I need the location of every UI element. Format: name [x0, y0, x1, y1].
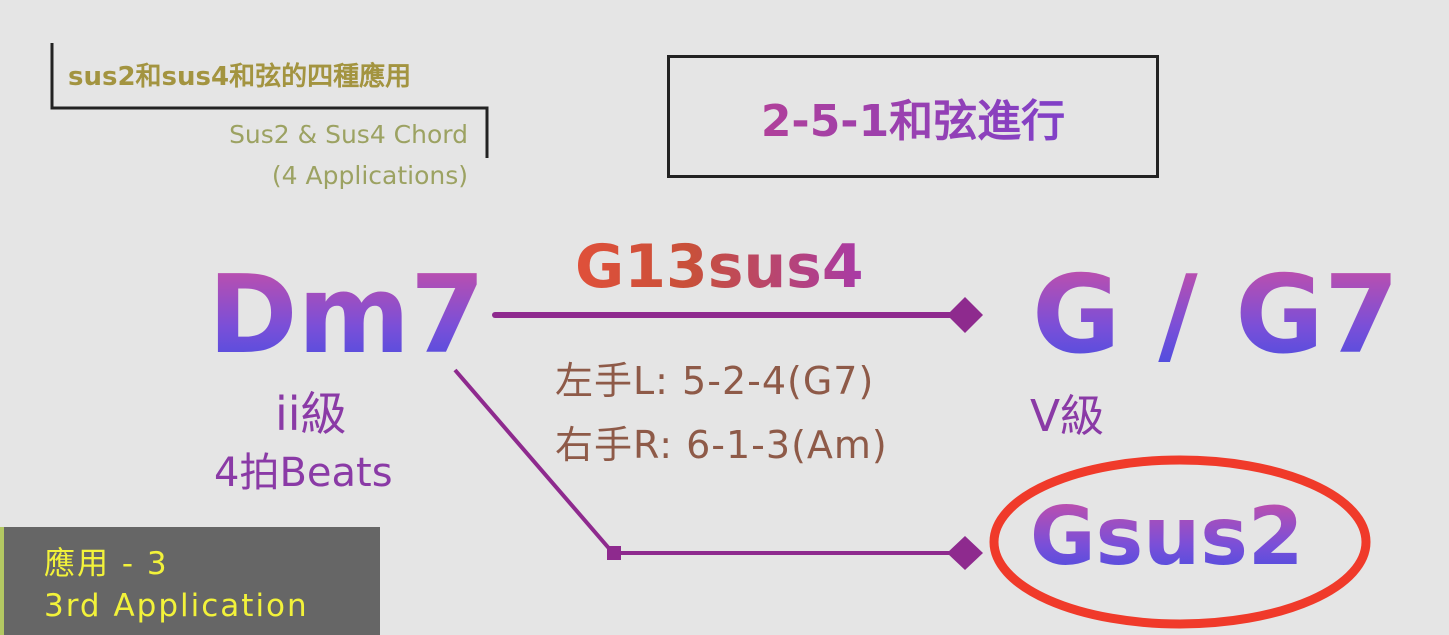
chord-dm7: Dm7: [208, 253, 486, 378]
application-badge-line2: 3rd Application: [44, 588, 309, 624]
arrow-head-diamond: [947, 297, 983, 333]
progression-label: 2-5-1和弦進行: [761, 85, 1065, 149]
chord-g-g7: G / G7: [1032, 253, 1400, 378]
slide-title: sus2和sus4和弦的四種應用: [68, 62, 412, 92]
slide-subtitle-line2: (4 Applications): [271, 161, 468, 190]
left-hand-voicing: 左手L: 5-2-4(G7): [555, 359, 875, 403]
highlight-circle: [989, 455, 1371, 629]
chord-gsus2: Gsus2: [1030, 490, 1304, 583]
application-badge: [0, 527, 380, 635]
degree-ii: ii級: [275, 387, 347, 441]
arrow-joint-square: [607, 546, 621, 560]
degree-v: V級: [1030, 391, 1105, 442]
application-badge-line1: 應用 - 3: [44, 546, 169, 582]
slide-subtitle-line1: Sus2 & Sus4 Chord: [229, 120, 468, 149]
progression-box: 2-5-1和弦進行: [667, 55, 1159, 178]
chord-g13sus4: G13sus4: [575, 232, 864, 302]
title-bracket: [50, 43, 489, 158]
beats-label: 4拍Beats: [214, 450, 393, 496]
arrow-head-diamond: [947, 536, 983, 570]
right-hand-voicing: 右手R: 6-1-3(Am): [555, 423, 888, 467]
